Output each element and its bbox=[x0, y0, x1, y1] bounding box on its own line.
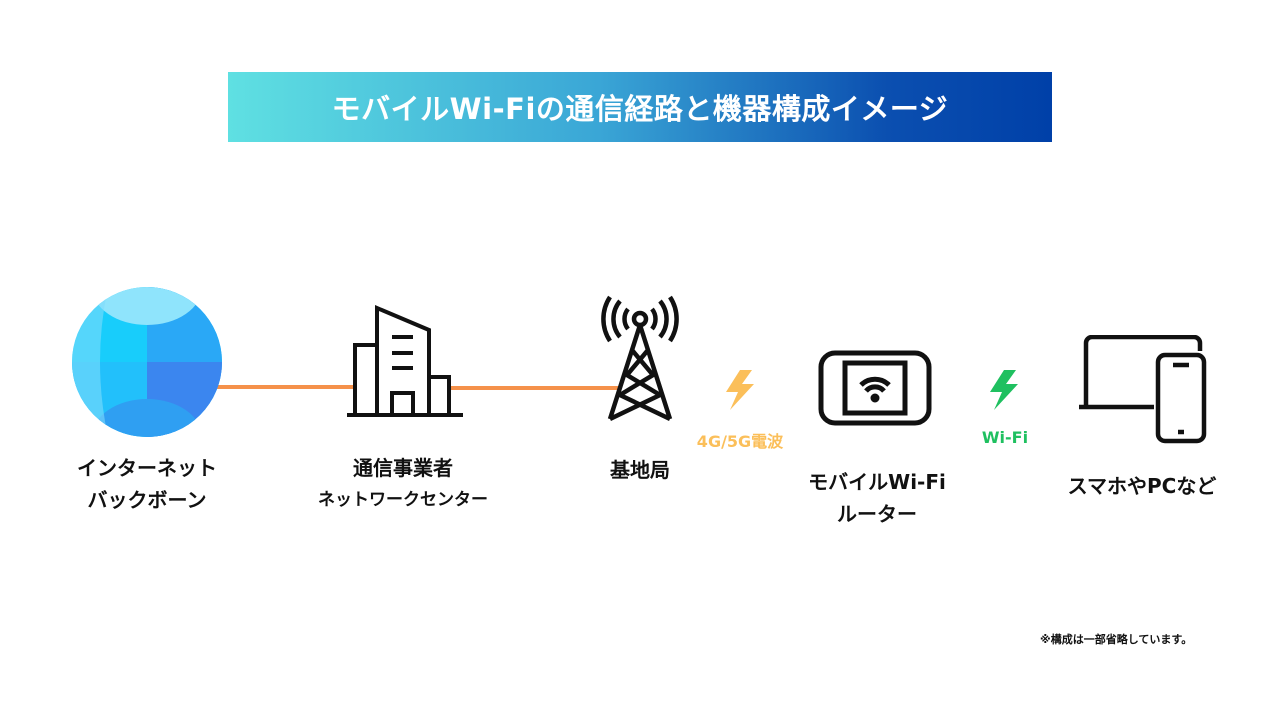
title-banner: モバイルWi-Fiの通信経路と機器構成イメージ bbox=[228, 72, 1052, 142]
lightning-icon bbox=[726, 370, 754, 410]
connection-line bbox=[450, 386, 620, 390]
link-label-wifi: Wi-Fi bbox=[981, 428, 1029, 447]
node-label-devices: スマホやPCなど bbox=[1067, 474, 1217, 498]
cell-tower-icon bbox=[601, 295, 679, 422]
node-label-internet: インターネットバックボーン bbox=[77, 456, 217, 512]
devices-icon bbox=[1079, 335, 1207, 444]
footnote: ※構成は一部省略しています。 bbox=[1040, 633, 1193, 646]
mobile-router-icon bbox=[818, 350, 932, 426]
node-label-base-station: 基地局 bbox=[610, 458, 670, 482]
link-label-cellular: 4G/5G電波 bbox=[696, 432, 784, 451]
lightning-icon bbox=[990, 370, 1018, 410]
node-label-carrier: 通信事業者ネットワークセンター bbox=[318, 456, 488, 510]
connection-line bbox=[215, 385, 355, 389]
building-icon bbox=[347, 305, 463, 417]
globe-icon bbox=[72, 287, 222, 437]
page-title: モバイルWi-Fiの通信経路と機器構成イメージ bbox=[331, 92, 949, 126]
